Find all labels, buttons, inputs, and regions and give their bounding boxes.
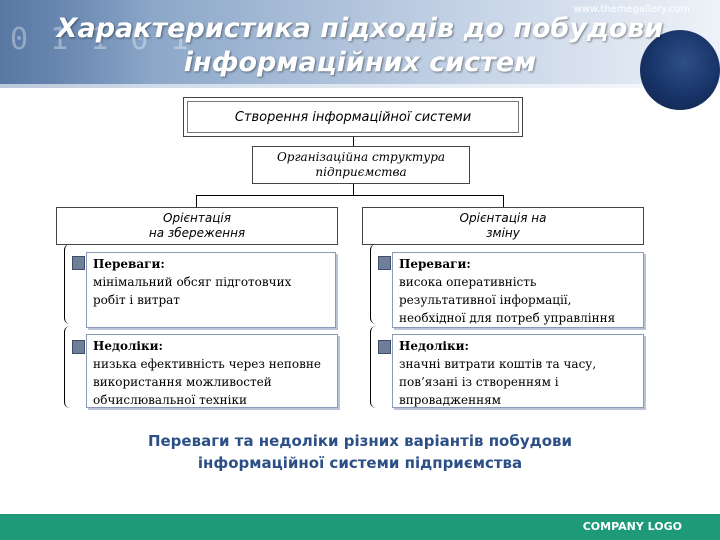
connector-left — [196, 195, 197, 207]
right-disadvantages-line-1: значні витрати коштів та часу, — [399, 357, 597, 371]
right-disadvantages-line-2: пов’язані із створенням і — [399, 375, 559, 389]
left-dis-bullet-icon — [72, 340, 85, 354]
slide-caption: Переваги та недоліки різних варіантів по… — [0, 430, 720, 474]
org-line-2: підприємства — [315, 165, 407, 179]
org-structure-box: Організаційна структура підприємства — [252, 146, 470, 184]
left-brace-1 — [64, 244, 71, 324]
orientation-change-box: Орієнтація на зміну — [362, 207, 644, 245]
right-line-1: Орієнтація на — [459, 211, 547, 225]
connector-main-org — [353, 137, 354, 146]
left-adv-bullet-icon — [72, 256, 85, 270]
left-disadvantages-line-1: низька ефективність через неповне — [93, 357, 321, 371]
globe-icon — [640, 30, 720, 110]
left-brace-2 — [64, 326, 71, 408]
company-logo: COMPANY LOGO — [582, 520, 682, 533]
left-disadvantages-line-3: обчислювальної техніки — [93, 393, 247, 407]
left-disadvantages-heading: Недоліки: — [93, 339, 163, 353]
right-brace-1 — [370, 244, 377, 324]
connector-right — [503, 195, 504, 207]
left-advantages-heading: Переваги: — [93, 257, 165, 271]
right-disadvantages-card: Недоліки: значні витрати коштів та часу,… — [392, 334, 644, 408]
right-disadvantages-line-3: впровадженням — [399, 393, 501, 407]
header-decoration: 0 1 1 0 1 — [10, 22, 191, 57]
right-adv-bullet-icon — [378, 256, 391, 270]
orientation-preservation-box: Орієнтація на збереження — [56, 207, 338, 245]
right-disadvantages-heading: Недоліки: — [399, 339, 469, 353]
main-box: Створення інформаційної системи — [183, 97, 523, 137]
left-disadvantages-card: Недоліки: низька ефективність через непо… — [86, 334, 338, 408]
right-brace-2 — [370, 326, 377, 408]
right-dis-bullet-icon — [378, 340, 391, 354]
page-title: Характеристика підходів до побудови інфо… — [0, 12, 720, 80]
left-line-2: на збереження — [148, 226, 246, 240]
caption-line-2: інформаційної системи підприємства — [197, 454, 523, 472]
header-banner: 0 1 1 0 1 www.themegallery.com Характери… — [0, 0, 720, 110]
connector-org-down — [353, 184, 354, 195]
right-line-2: зміну — [486, 226, 520, 240]
right-advantages-line-1: висока оперативність — [399, 275, 537, 289]
left-line-1: Орієнтація — [163, 211, 231, 225]
caption-line-1: Переваги та недоліки різних варіантів по… — [147, 432, 573, 450]
left-advantages-line-1: мінімальний обсяг підготовчих — [93, 275, 292, 289]
left-advantages-card: Переваги: мінімальний обсяг підготовчих … — [86, 252, 336, 328]
title-line-2: інформаційних систем — [183, 47, 537, 78]
right-advantages-line-3: необхідної для потреб управління — [399, 311, 616, 325]
left-advantages-line-2: робіт і витрат — [93, 293, 180, 307]
website-label: www.themegallery.com — [573, 4, 690, 15]
title-line-1: Характеристика підходів до побудови — [56, 13, 664, 44]
right-advantages-line-2: результативної інформації, — [399, 293, 572, 307]
header-shade — [0, 0, 150, 88]
connector-horizontal — [196, 195, 504, 196]
right-advantages-heading: Переваги: — [399, 257, 471, 271]
org-line-1: Організаційна структура — [276, 150, 446, 164]
header-divider — [0, 84, 720, 88]
right-advantages-card: Переваги: висока оперативність результат… — [392, 252, 644, 328]
footer-bar: COMPANY LOGO — [0, 514, 720, 540]
left-disadvantages-line-2: використання можливостей — [93, 375, 272, 389]
main-box-label: Створення інформаційної системи — [187, 101, 519, 133]
